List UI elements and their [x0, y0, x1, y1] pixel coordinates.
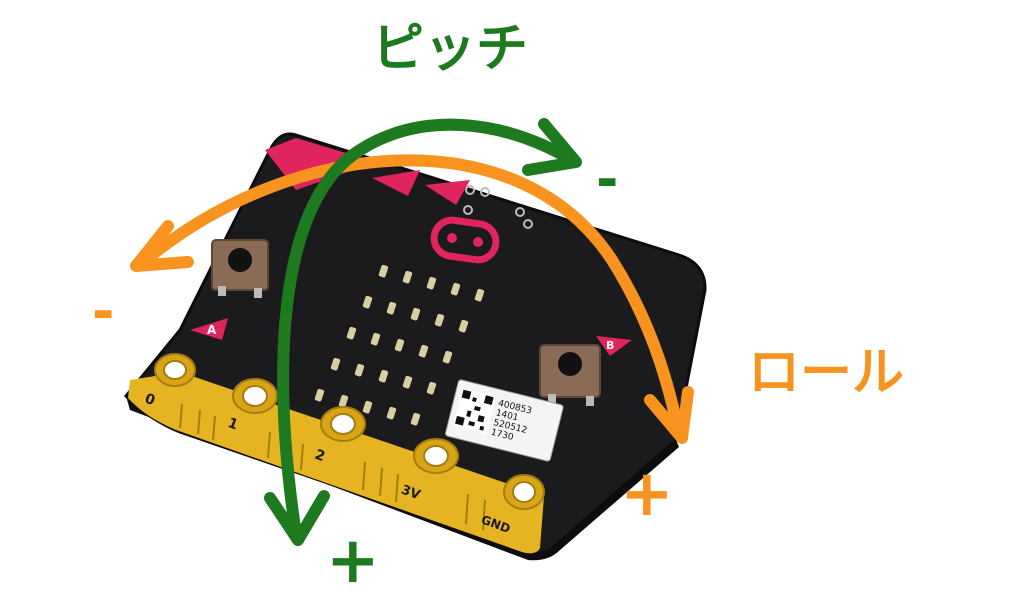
- pitch-plus-sign: +: [326, 524, 380, 598]
- button-a[interactable]: [212, 240, 268, 298]
- pitch-minus-sign: -: [596, 148, 618, 211]
- roll-plus-sign: +: [620, 457, 674, 531]
- button-b[interactable]: [540, 345, 600, 406]
- pitch-title: ピッチ: [372, 19, 528, 79]
- roll-title: ロール: [748, 343, 904, 403]
- button-b-label: B: [606, 339, 614, 352]
- button-a-label: A: [207, 323, 217, 337]
- roll-minus-sign: -: [92, 280, 114, 343]
